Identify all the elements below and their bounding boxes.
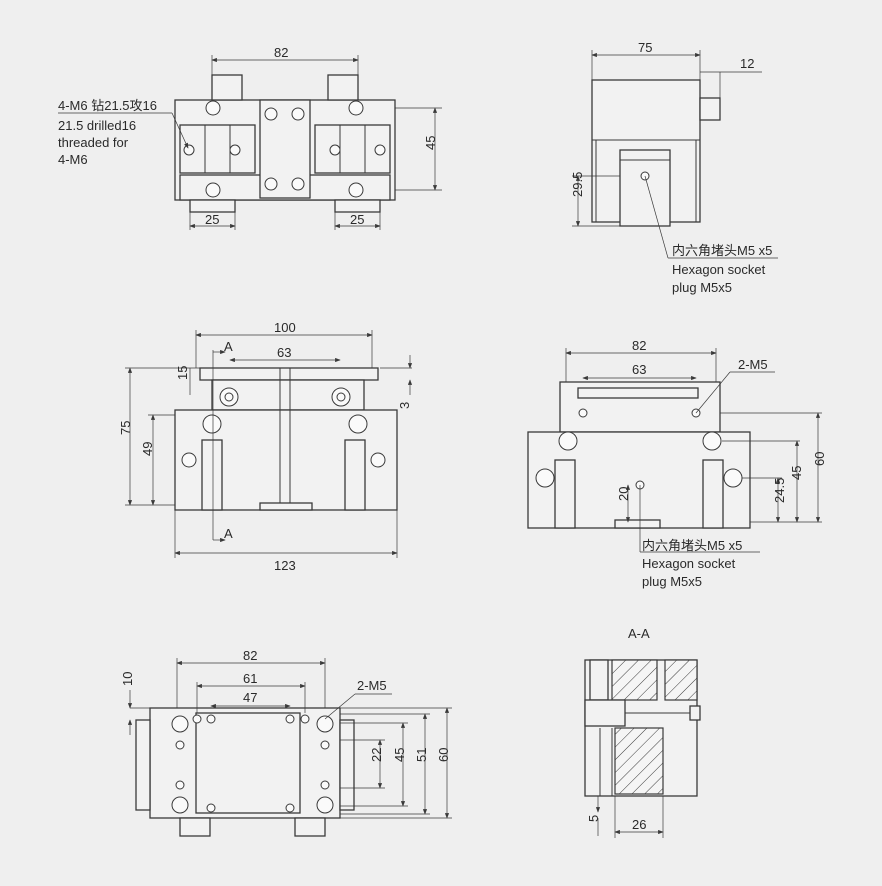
top-left-dim-height: 45 xyxy=(423,136,438,150)
bottom-dim-45: 45 xyxy=(392,748,407,762)
rear-dim-245: 24.5 xyxy=(772,478,787,503)
section-mark-bottom: A xyxy=(224,526,233,541)
top-left-callout-1: 4-M6 钻21.5攻16 xyxy=(58,98,157,113)
top-left-stud-left xyxy=(211,74,243,101)
view-mid-right: 82 63 60 45 24.5 20 2-M5 内六角堵头M5 x5 Hexa… xyxy=(527,338,827,589)
side-slot xyxy=(619,149,671,227)
bottom-dim-61: 61 xyxy=(243,671,257,686)
top-left-hole xyxy=(348,100,364,116)
top-left-hole xyxy=(205,182,221,198)
side-callout-3: plug M5x5 xyxy=(672,280,732,295)
top-left-callout-2: 21.5 drilled16 xyxy=(58,118,136,133)
top-left-dim-right: 25 xyxy=(350,212,364,227)
front-dim-slot: 63 xyxy=(277,345,291,360)
rear-dim-45: 45 xyxy=(789,466,804,480)
top-left-hole xyxy=(348,182,364,198)
view-bottom-left: 82 61 47 10 2-M5 22 45 51 60 xyxy=(120,648,452,837)
top-left-stud-right xyxy=(327,74,359,101)
top-left-bottom-stud-right xyxy=(334,199,381,213)
view-top-right: 75 12 29.5 内六角堵头M5 x5 Hexagon socket plu… xyxy=(570,40,778,295)
section-title: A-A xyxy=(628,626,650,641)
rear-thread-label: 2-M5 xyxy=(738,357,768,372)
section-dim-26: 26 xyxy=(632,817,646,832)
front-dim-49: 49 xyxy=(140,442,155,456)
side-plug xyxy=(699,97,721,121)
view-section-aa: A-A 5 26 xyxy=(584,626,701,838)
front-top-rail xyxy=(199,367,379,381)
side-dim-offset: 12 xyxy=(740,56,754,71)
bottom-dim-82: 82 xyxy=(243,648,257,663)
front-dim-top: 100 xyxy=(274,320,296,335)
rear-dim-slot: 63 xyxy=(632,362,646,377)
top-left-callout-3: threaded for xyxy=(58,135,129,150)
section-mark-top: A xyxy=(224,339,233,354)
view-top-left: 82 45 25 25 4-M6 钻21.5攻16 21.5 drilled16… xyxy=(58,45,442,230)
bottom-dim-47: 47 xyxy=(243,690,257,705)
section-dim-5: 5 xyxy=(586,815,601,822)
top-left-bottom-stud-left xyxy=(189,199,236,213)
view-mid-left: 100 63 123 75 49 15 3 A A xyxy=(118,320,413,573)
rear-callout-2: Hexagon socket xyxy=(642,556,736,571)
rear-dim-width: 82 xyxy=(632,338,646,353)
front-dim-75: 75 xyxy=(118,421,133,435)
rear-dim-60: 60 xyxy=(812,452,827,466)
bottom-dim-51: 51 xyxy=(414,748,429,762)
bottom-dim-60: 60 xyxy=(436,748,451,762)
front-dim-15: 15 xyxy=(175,366,190,380)
bottom-dim-10: 10 xyxy=(120,672,135,686)
top-left-hole xyxy=(205,100,221,116)
rear-dim-20: 20 xyxy=(616,487,631,501)
side-dim-width: 75 xyxy=(638,40,652,55)
front-dim-3: 3 xyxy=(397,402,412,409)
bottom-thread-label: 2-M5 xyxy=(357,678,387,693)
side-callout-1: 内六角堵头M5 x5 xyxy=(672,243,772,258)
rear-callout-3: plug M5x5 xyxy=(642,574,702,589)
front-dim-total: 123 xyxy=(274,558,296,573)
rear-callout-1: 内六角堵头M5 x5 xyxy=(642,538,742,553)
side-dim-height: 29.5 xyxy=(570,172,585,197)
bottom-dim-22: 22 xyxy=(369,748,384,762)
top-left-dim-width: 82 xyxy=(274,45,288,60)
rear-slot xyxy=(577,387,699,399)
top-left-dim-left: 25 xyxy=(205,212,219,227)
side-callout-2: Hexagon socket xyxy=(672,262,766,277)
top-left-callout-4: 4-M6 xyxy=(58,152,88,167)
